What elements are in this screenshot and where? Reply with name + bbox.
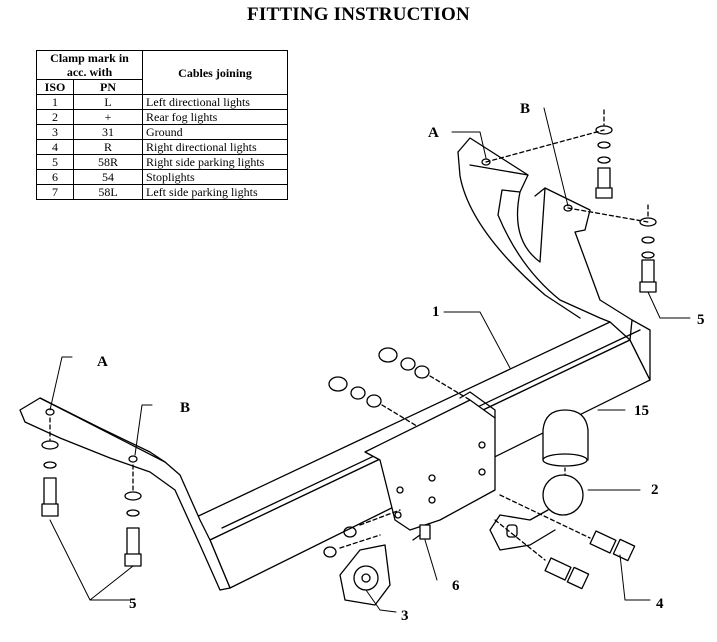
ball-cap (542, 409, 589, 476)
label-b-left: B (180, 400, 190, 416)
tow-ball (489, 474, 584, 551)
right-bracket (457, 137, 633, 323)
header-clamp-mark: Clamp mark in acc. with (36, 50, 143, 80)
label-4: 4 (656, 596, 664, 612)
left-bolts (41, 417, 142, 567)
nuts-washers (328, 347, 471, 441)
table-row: 2+Rear fog lights (36, 109, 288, 125)
label-5-left: 5 (129, 596, 137, 612)
label-a-left: A (97, 354, 108, 370)
ball-mount-plate (364, 391, 496, 531)
right-bolts (485, 109, 657, 293)
label-a-right: A (428, 125, 439, 141)
label-b-right: B (520, 101, 530, 117)
leader-lines (49, 107, 691, 613)
label-6: 6 (452, 578, 460, 594)
label-3: 3 (401, 608, 409, 624)
cables-joining-table: Clamp mark in acc. with Cables joining I… (36, 50, 288, 200)
header-pn: PN (73, 79, 143, 95)
page-title: FITTING INSTRUCTION (247, 4, 470, 25)
label-5-right: 5 (697, 312, 705, 328)
screw (412, 524, 431, 541)
label-15: 15 (634, 403, 649, 419)
socket-plate (323, 509, 401, 606)
label-2: 2 (651, 482, 659, 498)
mount-bolts (494, 494, 636, 590)
label-1: 1 (432, 304, 440, 320)
left-bracket (19, 397, 231, 591)
